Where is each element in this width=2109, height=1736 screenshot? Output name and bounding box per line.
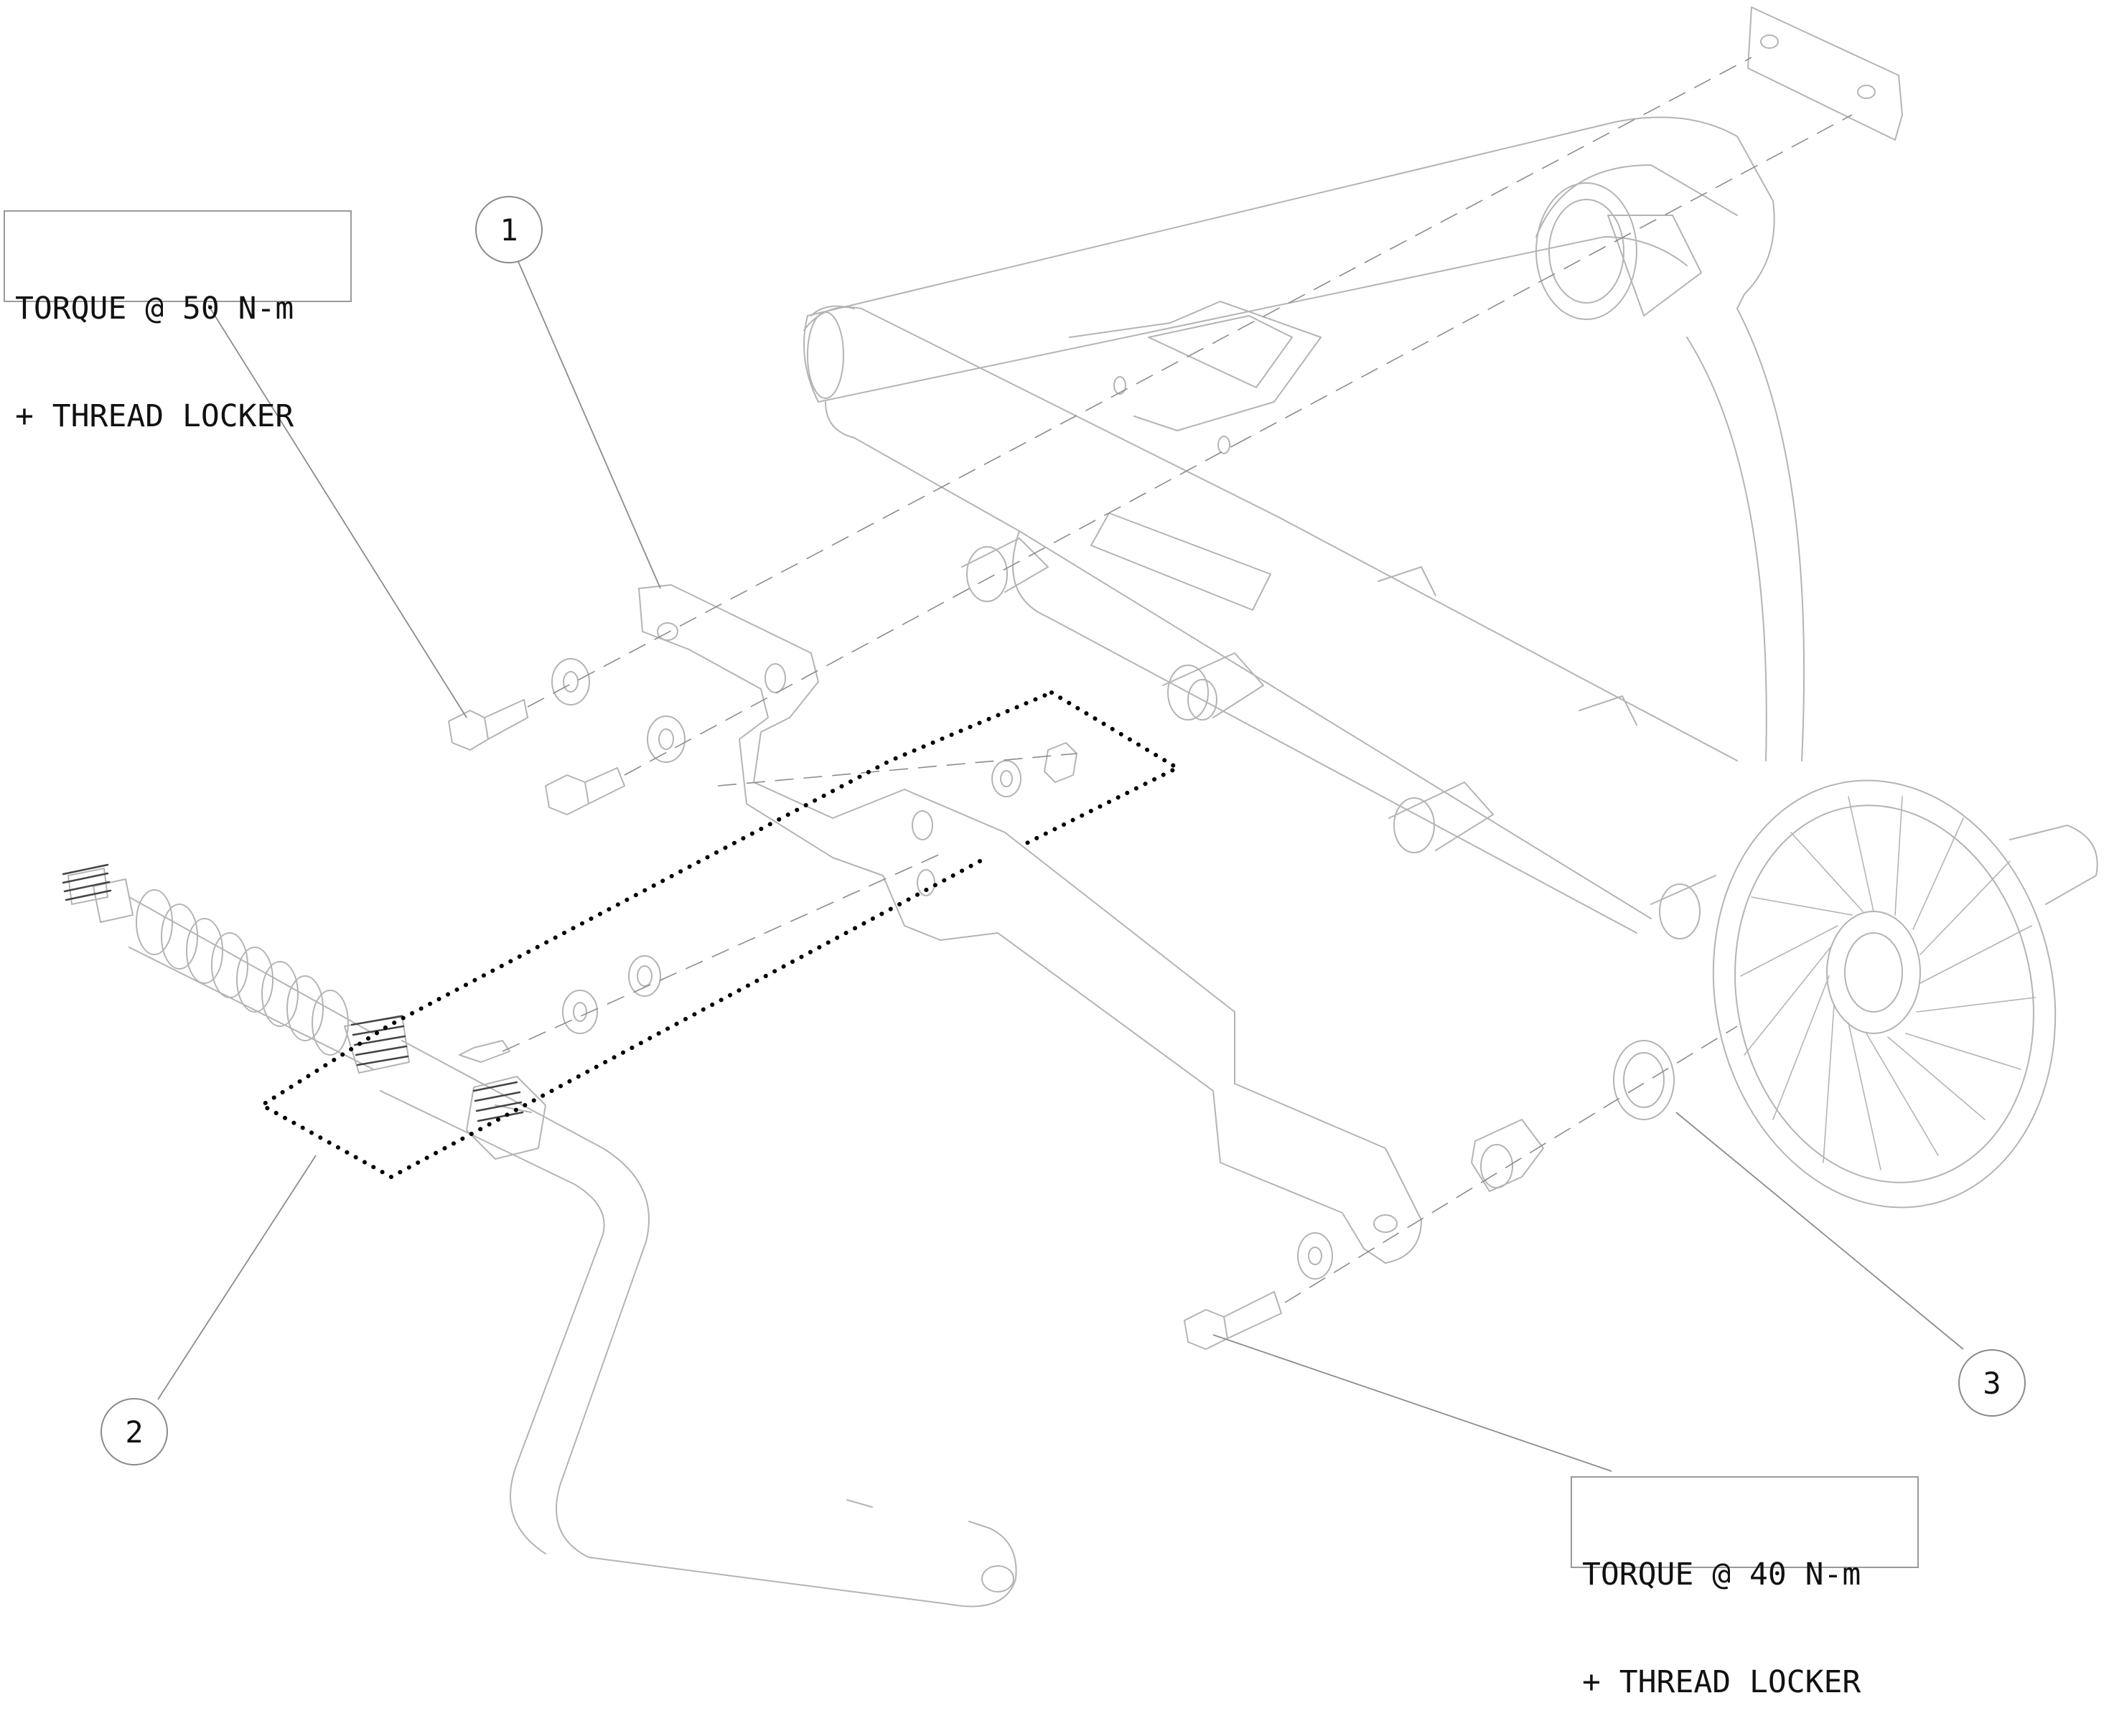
leader-lines	[157, 258, 1964, 1472]
exploded-assembly-drawing	[62, 6, 2098, 1608]
torque-note-40-line2: + THREAD LOCKER	[1582, 1664, 1861, 1700]
spring-shaft	[67, 868, 546, 1160]
frame-body	[803, 116, 1805, 939]
torque-note-50-line1: TORQUE @ 50 N-m	[15, 291, 294, 327]
torque-note-40: TORQUE @ 40 N-m + THREAD LOCKER	[1571, 1476, 1919, 1700]
torque-note-40-line1: TORQUE @ 40 N-m	[1582, 1557, 1861, 1592]
callout-item-1: 1	[475, 196, 543, 263]
callout-item-3: 3	[1958, 1349, 2026, 1417]
torque-note-50: TORQUE @ 50 N-m + THREAD LOCKER	[4, 210, 352, 434]
detail-boundary	[258, 690, 1182, 1180]
centerlines	[502, 57, 1853, 1303]
hardware	[448, 658, 1675, 1350]
callout-item-2: 2	[100, 1398, 168, 1465]
thread-ends	[62, 863, 524, 1122]
mounting-plate	[1747, 6, 1903, 141]
linkage-bracket	[638, 584, 1422, 1264]
footrest-tube	[380, 1040, 1017, 1608]
torque-note-50-line2: + THREAD LOCKER	[15, 398, 294, 434]
rear-wheel	[1712, 779, 2098, 1209]
